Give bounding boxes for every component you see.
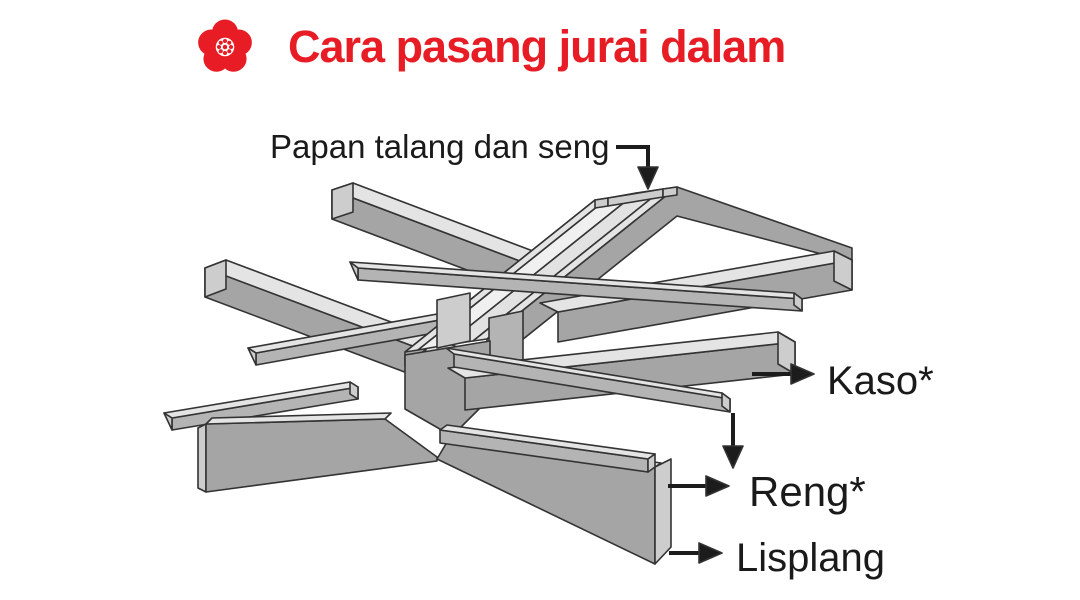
flower-icon [198, 19, 252, 72]
lisplang-board-left [197, 412, 438, 493]
reng-down-arrow [722, 413, 744, 469]
lisplang-arrow [669, 542, 723, 564]
reng-batten-long [349, 261, 803, 312]
papan-arrow [616, 145, 659, 190]
reng-batten-eave [439, 424, 656, 473]
kaso-label: Kaso* [827, 359, 934, 403]
page-header: Cara pasang jurai dalam [196, 16, 786, 78]
reng-batten-right-2 [445, 347, 731, 413]
reng-arrow [668, 475, 730, 497]
kaso-arrow [752, 363, 815, 385]
lisplang-label: Lisplang [736, 536, 885, 580]
papan-label: Papan talang dan seng [270, 128, 609, 165]
page-title: Cara pasang jurai dalam [288, 21, 786, 72]
reng-label: Reng* [749, 468, 866, 515]
